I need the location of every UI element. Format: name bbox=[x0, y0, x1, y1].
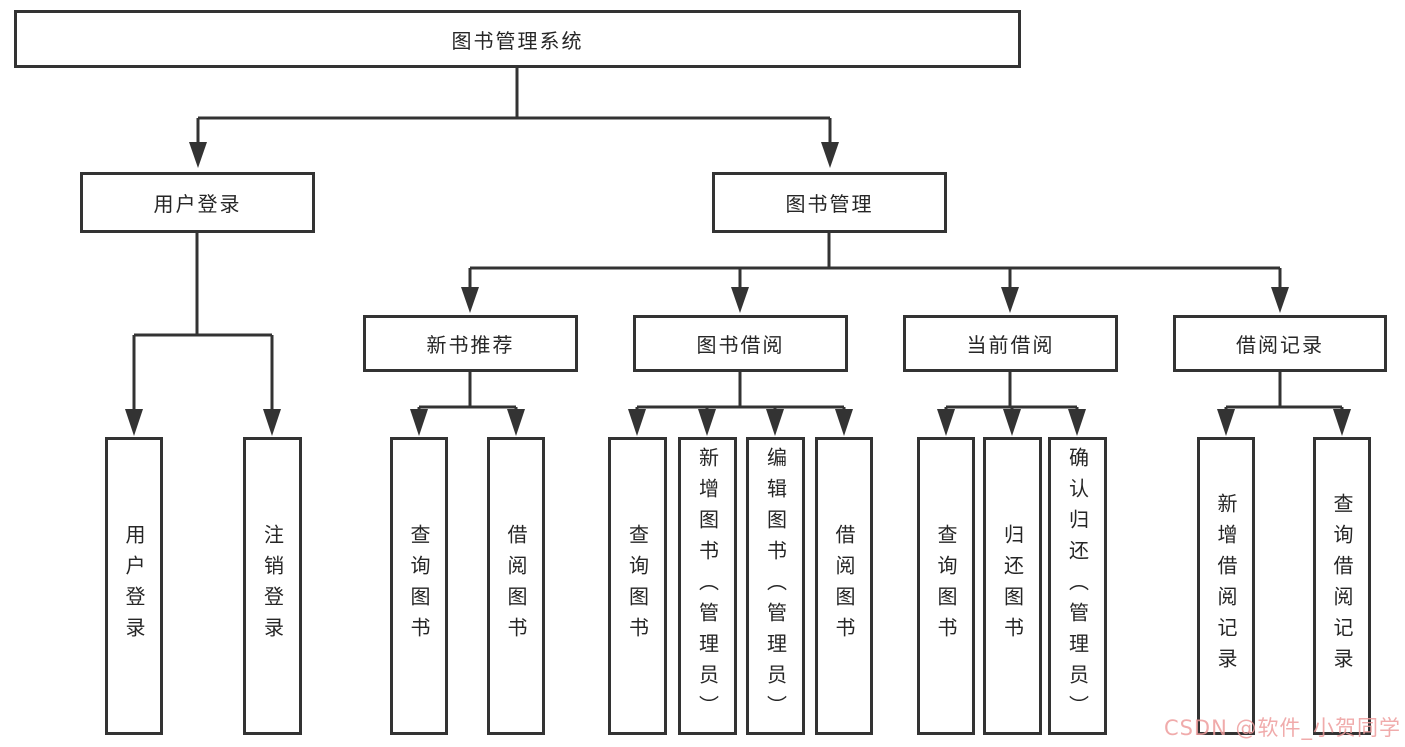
leaf-return-book: 归还图书 bbox=[983, 437, 1042, 735]
connector-book-management-to-level3 bbox=[461, 233, 1289, 313]
node-new-book-recommend: 新书推荐 bbox=[363, 315, 578, 372]
leaf-add-book-admin-label: 新增图书（管理员） bbox=[695, 446, 720, 726]
node-borrow-records-label: 借阅记录 bbox=[1236, 333, 1324, 357]
node-new-book-recommend-label: 新书推荐 bbox=[426, 333, 515, 357]
watermark: CSDN @软件_小贺同学 bbox=[1163, 716, 1401, 740]
connector-book-borrow-to-leaves bbox=[628, 372, 853, 436]
leaf-confirm-return-admin-label: 确认归还（管理员） bbox=[1065, 446, 1090, 726]
leaf-user-login: 用户登录 bbox=[105, 437, 163, 735]
node-book-management-label: 图书管理 bbox=[785, 192, 874, 216]
node-borrow-records: 借阅记录 bbox=[1173, 315, 1387, 372]
connector-root-to-level2 bbox=[189, 68, 839, 168]
connector-borrow-records-to-leaves bbox=[1217, 372, 1351, 436]
leaf-add-borrow-record: 新增借阅记录 bbox=[1197, 437, 1255, 735]
leaf-borrow-book-borrow: 借阅图书 bbox=[815, 437, 873, 735]
leaf-query-book-recommend-label: 查询图书 bbox=[407, 524, 431, 648]
leaf-query-book-borrow: 查询图书 bbox=[608, 437, 667, 735]
leaf-return-book-label: 归还图书 bbox=[1000, 524, 1025, 648]
leaf-user-login-label: 用户登录 bbox=[122, 524, 146, 648]
connector-current-borrow-to-leaves bbox=[937, 372, 1086, 436]
leaf-logout-label: 注销登录 bbox=[260, 524, 285, 648]
node-current-borrow-label: 当前借阅 bbox=[966, 333, 1055, 357]
leaf-query-borrow-record-label: 查询借阅记录 bbox=[1330, 493, 1354, 679]
leaf-query-book-recommend: 查询图书 bbox=[390, 437, 448, 735]
node-book-management: 图书管理 bbox=[712, 172, 947, 233]
leaf-logout: 注销登录 bbox=[243, 437, 302, 735]
leaf-query-book-borrow-label: 查询图书 bbox=[625, 524, 650, 648]
node-book-borrow-label: 图书借阅 bbox=[696, 333, 785, 357]
leaf-edit-book-admin: 编辑图书（管理员） bbox=[746, 437, 805, 735]
node-user-login: 用户登录 bbox=[80, 172, 315, 233]
leaf-query-book-current-label: 查询图书 bbox=[934, 524, 958, 648]
leaf-borrow-book-recommend-label: 借阅图书 bbox=[504, 524, 528, 648]
leaf-query-borrow-record: 查询借阅记录 bbox=[1313, 437, 1371, 735]
leaf-borrow-book-recommend: 借阅图书 bbox=[487, 437, 545, 735]
leaf-add-borrow-record-label: 新增借阅记录 bbox=[1214, 493, 1238, 679]
node-root-label: 图书管理系统 bbox=[451, 28, 584, 53]
node-current-borrow: 当前借阅 bbox=[903, 315, 1118, 372]
leaf-confirm-return-admin: 确认归还（管理员） bbox=[1048, 437, 1107, 735]
leaf-add-book-admin: 新增图书（管理员） bbox=[678, 437, 737, 735]
leaf-query-book-current: 查询图书 bbox=[917, 437, 975, 735]
leaf-borrow-book-borrow-label: 借阅图书 bbox=[832, 524, 856, 648]
leaf-edit-book-admin-label: 编辑图书（管理员） bbox=[763, 446, 788, 726]
connector-user-login-to-leaves bbox=[125, 233, 281, 436]
node-book-borrow: 图书借阅 bbox=[633, 315, 848, 372]
connector-new-book-recommend-to-leaves bbox=[410, 372, 525, 436]
node-user-login-label: 用户登录 bbox=[153, 192, 242, 216]
node-root: 图书管理系统 bbox=[14, 10, 1021, 68]
